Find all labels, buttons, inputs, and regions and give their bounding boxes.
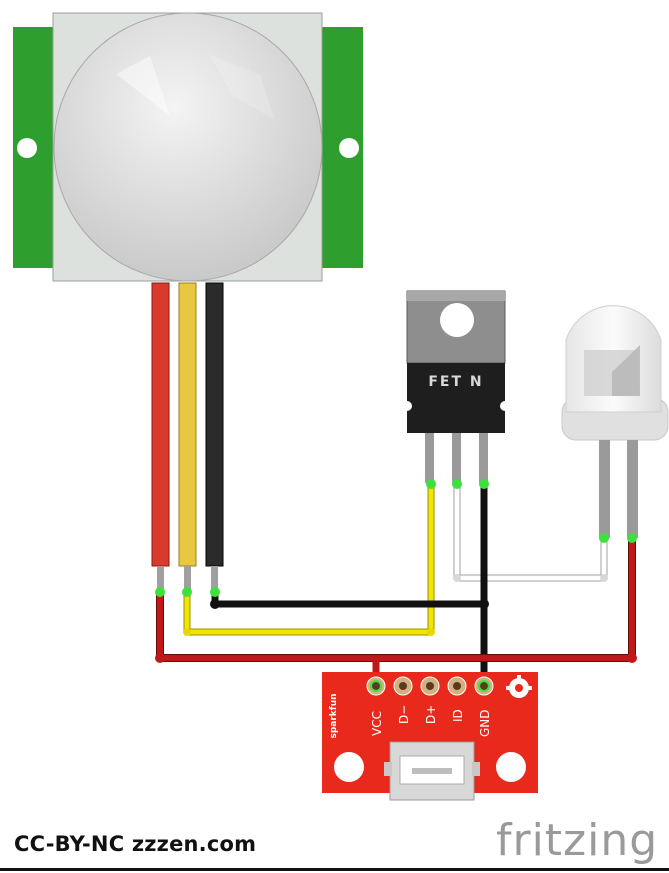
mosfet-leg-gate [425, 433, 434, 483]
marker-mosfet-source [479, 479, 489, 489]
pir-mount-hole-left [17, 138, 37, 158]
led-leg-anode [627, 440, 638, 538]
marker-mosfet-gate [426, 479, 436, 489]
wire-red [157, 538, 635, 661]
pir-sensor [13, 12, 363, 282]
pin-label-dplus: D+ [424, 705, 438, 724]
mosfet-leg-source [479, 433, 488, 483]
mosfet-label: FET N [428, 374, 483, 390]
mosfet: FET N [402, 290, 510, 483]
pir-lead-red [157, 566, 164, 592]
led-leg-cathode [599, 440, 610, 538]
mosfet-body [407, 363, 505, 433]
fritzing-logo: fritzing [496, 815, 659, 866]
junction-white [453, 574, 461, 582]
marker-led-cathode [599, 533, 609, 543]
pin-label-id: ID [451, 709, 465, 722]
wire-yellow [184, 484, 434, 635]
mosfet-tab-shade [407, 291, 505, 301]
breakout-mount-hole-right [496, 752, 526, 782]
breakout-pin-labels: VCC D− D+ ID GND [370, 705, 492, 737]
junction-yellow [183, 628, 191, 636]
junction-red-right [627, 653, 637, 663]
pir-dome-highlight-2 [210, 55, 275, 120]
junction-white-led [600, 574, 608, 582]
pir-mount-hole-right [339, 138, 359, 158]
pir-wire-red [151, 282, 170, 567]
pir-wires [151, 282, 224, 592]
junction-red-left [155, 653, 165, 663]
wires [155, 484, 637, 686]
marker-breakout-gnd [478, 680, 490, 692]
oshw-gear-icon [506, 675, 532, 698]
pad-gnd-hole [480, 682, 488, 690]
mosfet-notch-right [500, 401, 510, 411]
connection-markers [155, 479, 637, 597]
bottom-divider [0, 868, 669, 871]
wire-yellow-outline [183, 484, 435, 636]
marker-pir-vcc [155, 587, 165, 597]
mosfet-leg-drain [452, 433, 461, 483]
marker-pir-gnd [210, 587, 220, 597]
wire-white [454, 484, 607, 581]
pir-wire-black [205, 282, 224, 567]
pad-vcc-hole [372, 682, 380, 690]
wire-red-outline [156, 538, 636, 662]
led [561, 305, 669, 538]
pad-id-hole [453, 682, 461, 690]
license-text: CC-BY-NC zzzen.com [14, 832, 257, 856]
pad-dminus-hole [399, 682, 407, 690]
marker-led-anode [627, 533, 637, 543]
micro-usb-connector [384, 741, 480, 801]
junction-yellow-gate [427, 628, 435, 636]
mosfet-tab-hole [440, 303, 474, 337]
junction-black [479, 599, 489, 609]
mosfet-notch-left [402, 401, 412, 411]
pin-label-dminus: D− [397, 705, 411, 724]
pad-dplus-hole [426, 682, 434, 690]
wire-white-outline [453, 484, 608, 582]
marker-mosfet-drain [452, 479, 462, 489]
pir-wire-yellow [178, 282, 197, 567]
breakout-header [366, 676, 494, 696]
marker-pir-out [182, 587, 192, 597]
pir-fresnel-dome [53, 12, 323, 282]
breakout-brand: sparkfun [329, 693, 339, 738]
breakout-mount-hole-left [334, 752, 364, 782]
pir-lead-black [211, 566, 218, 592]
led-post [612, 345, 640, 396]
pir-lead-yellow [184, 566, 191, 592]
marker-breakout-vcc [370, 680, 382, 692]
pin-label-vcc: VCC [370, 711, 384, 736]
pin-label-gnd: GND [478, 709, 492, 737]
junction-black-pir [210, 599, 220, 609]
usb-breakout: sparkfun VCC D− D+ ID GND [322, 672, 538, 801]
wire-black-pir [211, 592, 484, 608]
pir-dome-highlight [116, 56, 170, 116]
